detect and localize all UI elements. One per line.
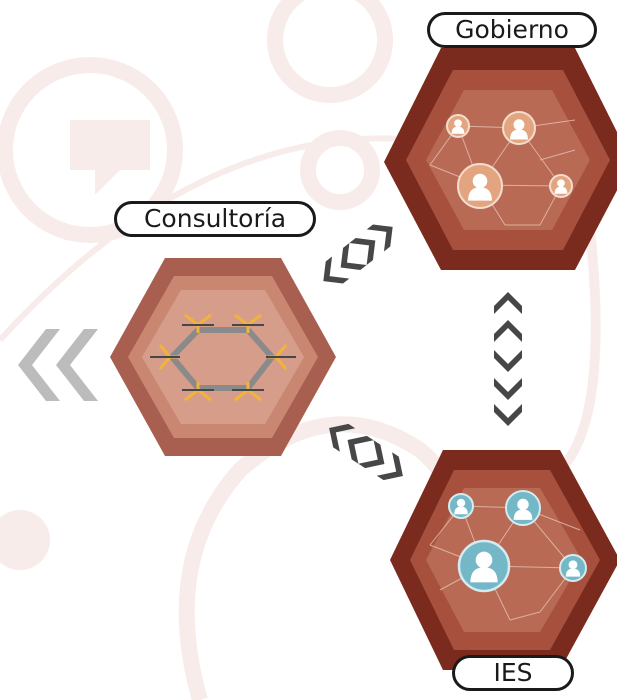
chevron-down-icon bbox=[494, 404, 522, 426]
watermark-dot bbox=[0, 510, 50, 570]
person-node-small bbox=[446, 114, 470, 138]
chevron-up-icon bbox=[494, 320, 522, 342]
person-node bbox=[505, 490, 541, 526]
label-consultoria: Consultoría bbox=[114, 201, 316, 237]
hexagon-gobierno bbox=[384, 48, 617, 270]
person-node-small bbox=[559, 554, 587, 582]
person-node-large bbox=[457, 163, 503, 209]
hexagon-ies bbox=[390, 450, 617, 670]
watermark-globe bbox=[300, 130, 380, 210]
person-node-small bbox=[448, 493, 474, 519]
chevron-right-icon bbox=[358, 440, 393, 476]
label-ies: IES bbox=[452, 655, 574, 691]
chevron-down-icon bbox=[494, 350, 522, 372]
chevron-left-icon bbox=[332, 242, 367, 279]
chevron-left-icon bbox=[56, 329, 98, 401]
watermark-arc-2 bbox=[556, 229, 601, 474]
person-icons-ies bbox=[448, 490, 587, 593]
person-node-large bbox=[457, 539, 511, 593]
watermark-arc-1 bbox=[0, 135, 421, 343]
chevron-left-icon bbox=[18, 329, 60, 401]
label-gobierno: Gobierno bbox=[427, 12, 597, 48]
person-icons-gobierno bbox=[446, 111, 573, 209]
chevron-up-icon bbox=[494, 292, 522, 314]
connector-dark-lines bbox=[150, 324, 296, 391]
hexagon-consultoria bbox=[110, 258, 336, 456]
person-node bbox=[502, 111, 536, 145]
person-node-small bbox=[549, 174, 573, 198]
arrow-consultoria-gobierno bbox=[314, 215, 402, 293]
chevron-right-icon bbox=[349, 229, 384, 266]
watermark-circle-top bbox=[267, 0, 393, 103]
watermark-circle-left bbox=[0, 57, 183, 243]
arrow-gobierno-ies bbox=[494, 292, 522, 426]
output-arrow-left bbox=[18, 329, 98, 401]
watermark-chat-icon bbox=[70, 120, 150, 195]
chevron-down-icon bbox=[494, 378, 522, 400]
